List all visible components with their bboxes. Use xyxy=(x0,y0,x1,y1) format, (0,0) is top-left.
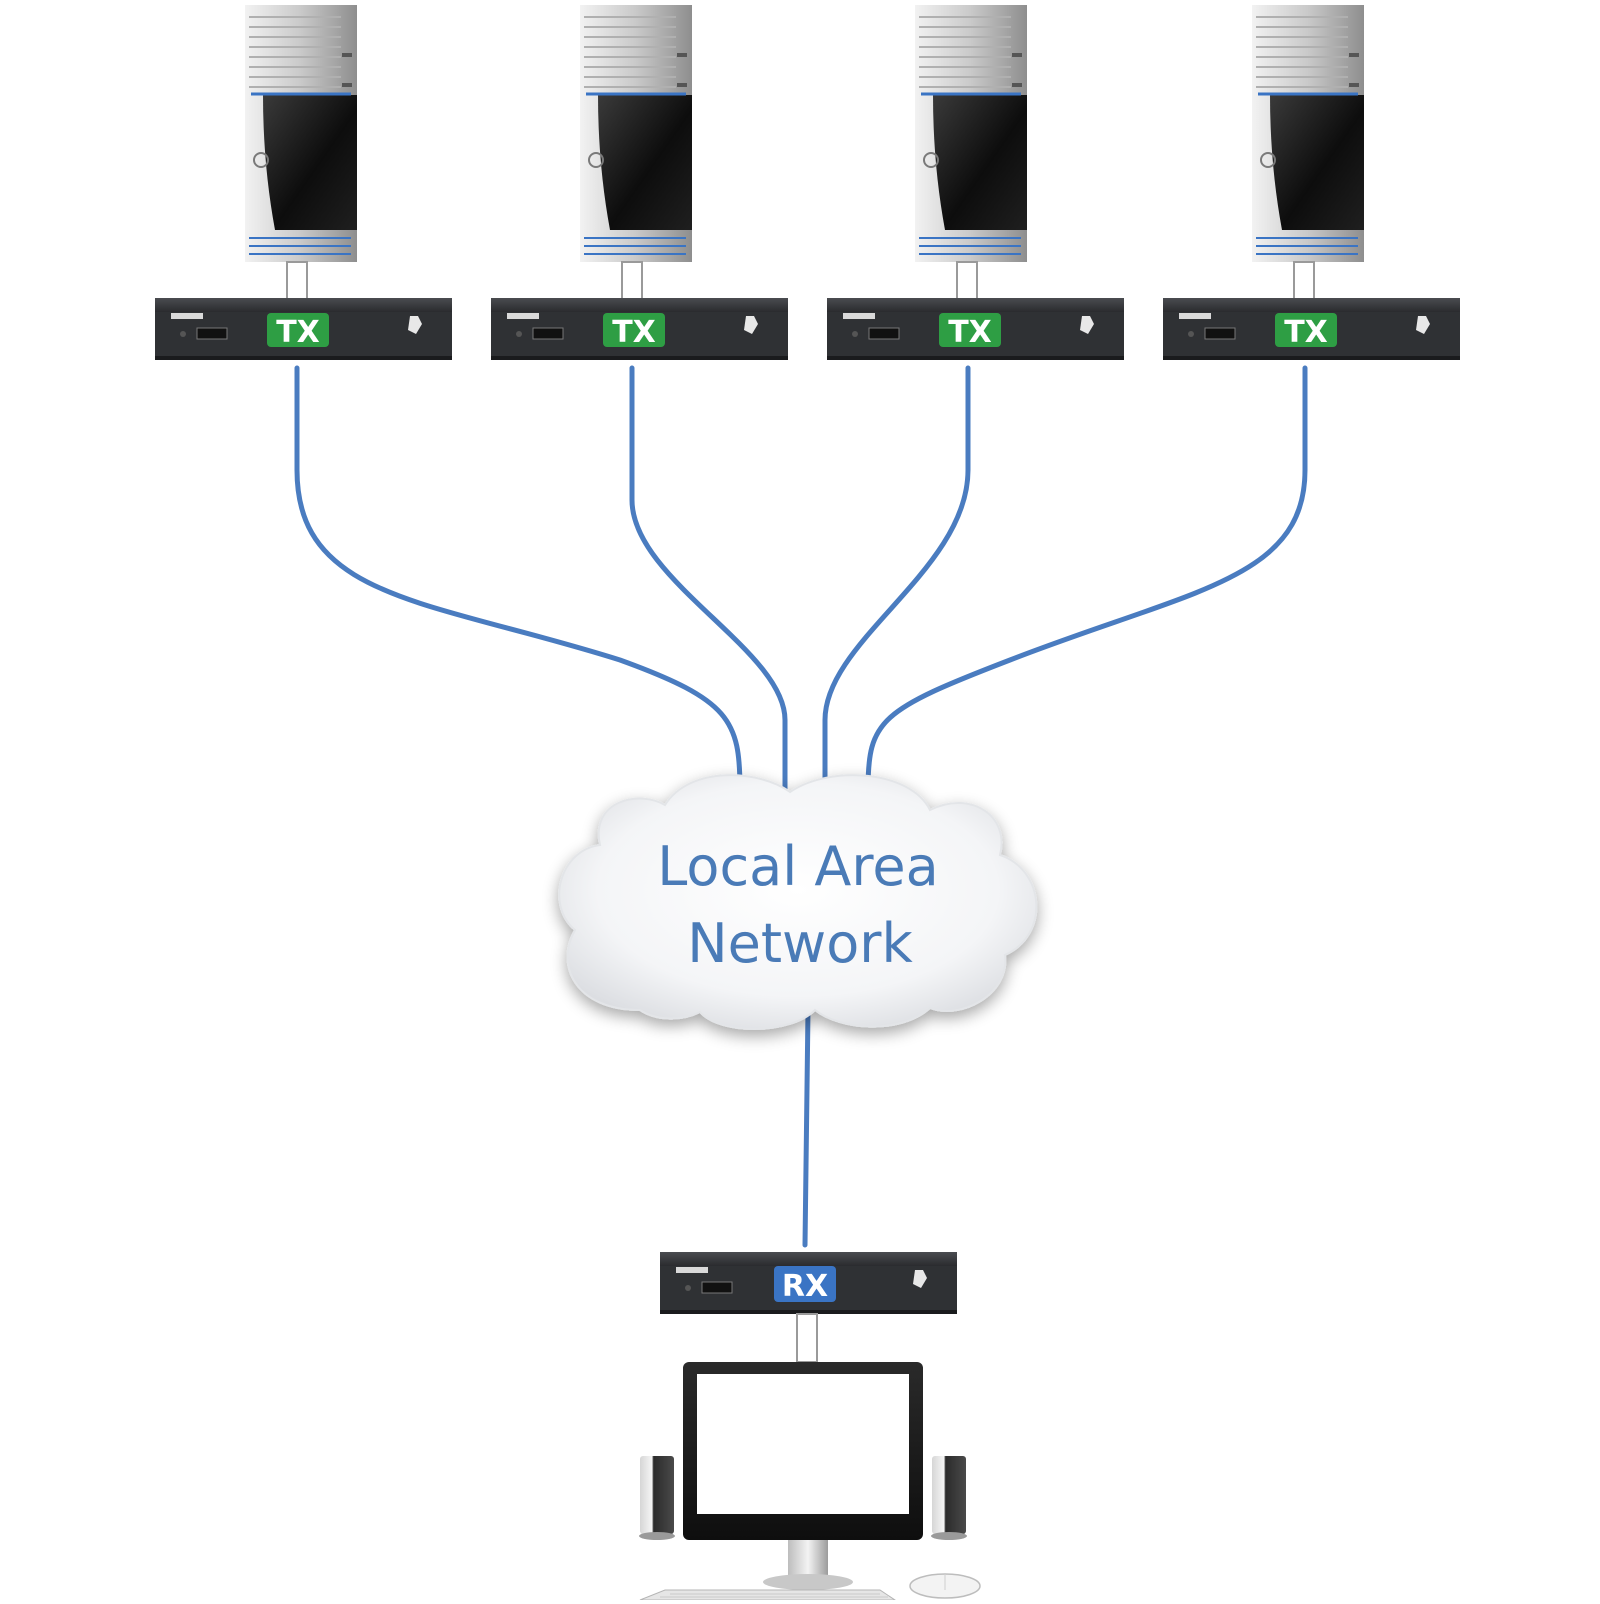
rx-video-cable xyxy=(796,1313,818,1363)
tx-extender-3: TX xyxy=(827,298,1124,360)
server-tower-icon xyxy=(915,5,1027,301)
tx-badge-label: TX xyxy=(1284,315,1328,350)
network-cables xyxy=(294,365,1308,1248)
tx-badge-label: TX xyxy=(276,315,320,350)
network-label-line1: Local Area xyxy=(657,835,938,898)
rx-badge-label: RX xyxy=(782,1269,828,1304)
server-tower-icon xyxy=(580,5,692,301)
speaker-icon xyxy=(639,1456,675,1540)
server-tower-icon xyxy=(1252,5,1364,301)
tx-extender-2: TX xyxy=(491,298,788,360)
cable-tx1 xyxy=(294,365,743,793)
cloud-icon xyxy=(558,774,1038,1030)
monitor-icon xyxy=(683,1362,923,1590)
keyboard-icon xyxy=(639,1589,897,1601)
rx-extender: RX xyxy=(660,1252,957,1314)
tx-extender-4: TX xyxy=(1163,298,1460,360)
tx-extender-1: TX xyxy=(155,298,452,360)
tx-badge-label: TX xyxy=(948,315,992,350)
cable-rx xyxy=(802,1007,811,1248)
cable-tx4 xyxy=(865,365,1308,793)
cable-tx3 xyxy=(822,365,971,793)
tx-badge-label: TX xyxy=(612,315,656,350)
speaker-icon xyxy=(931,1456,967,1540)
network-label-line2: Network xyxy=(687,912,913,975)
mouse-icon xyxy=(909,1573,981,1599)
server-tower-icon xyxy=(245,5,357,301)
cable-tx2 xyxy=(629,365,788,793)
